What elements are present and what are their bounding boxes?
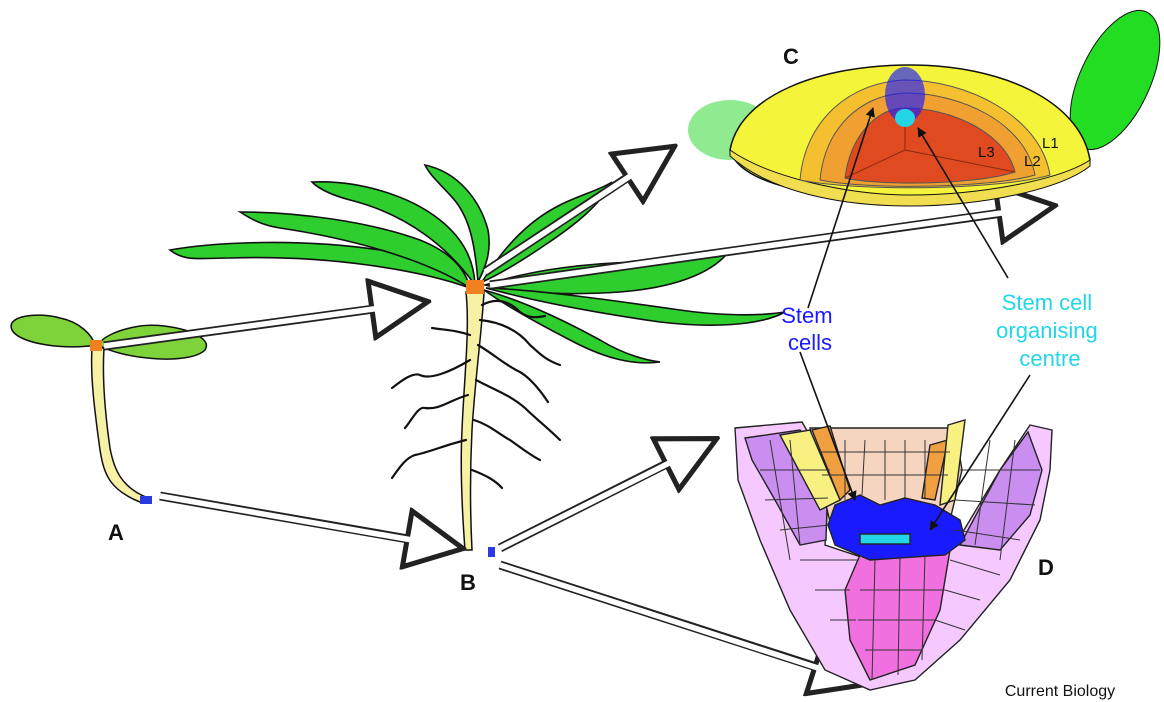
seedling-root-meristem [140,496,152,504]
label-l1: L1 [1042,135,1059,152]
panel-label-c: C [783,44,799,69]
shoot-meristem-c: L1 L2 L3 [688,0,1164,206]
plant-stem [461,292,484,550]
plant-b [170,165,785,557]
plant-root-meristem [488,547,495,557]
plant-shoot-meristem [466,280,484,294]
label-organising-centre-line2: organising [996,318,1098,343]
panel-label-b: B [460,570,476,595]
panel-label-a: A [108,520,124,545]
label-stem-cells-line2: cells [788,330,832,355]
credit-text: Current Biology [1005,683,1115,700]
root-meristem-d [735,420,1052,690]
meristem-organising-centre [895,109,915,127]
label-stem-cells: Stem cells [781,303,838,355]
seedling-shoot-meristem [90,340,102,351]
label-organising-centre: Stem cell organising centre [996,290,1104,371]
label-organising-centre-line1: Stem cell [1002,290,1092,315]
seedling-stem [92,348,148,502]
root-quiescent-centre [860,534,910,544]
label-stem-cells-line1: Stem [781,303,832,328]
label-l2: L2 [1024,153,1041,170]
seedling-leaf-left [11,315,95,347]
label-l3: L3 [978,144,995,161]
label-organising-centre-line3: centre [1019,346,1080,371]
panel-label-d: D [1038,555,1054,580]
